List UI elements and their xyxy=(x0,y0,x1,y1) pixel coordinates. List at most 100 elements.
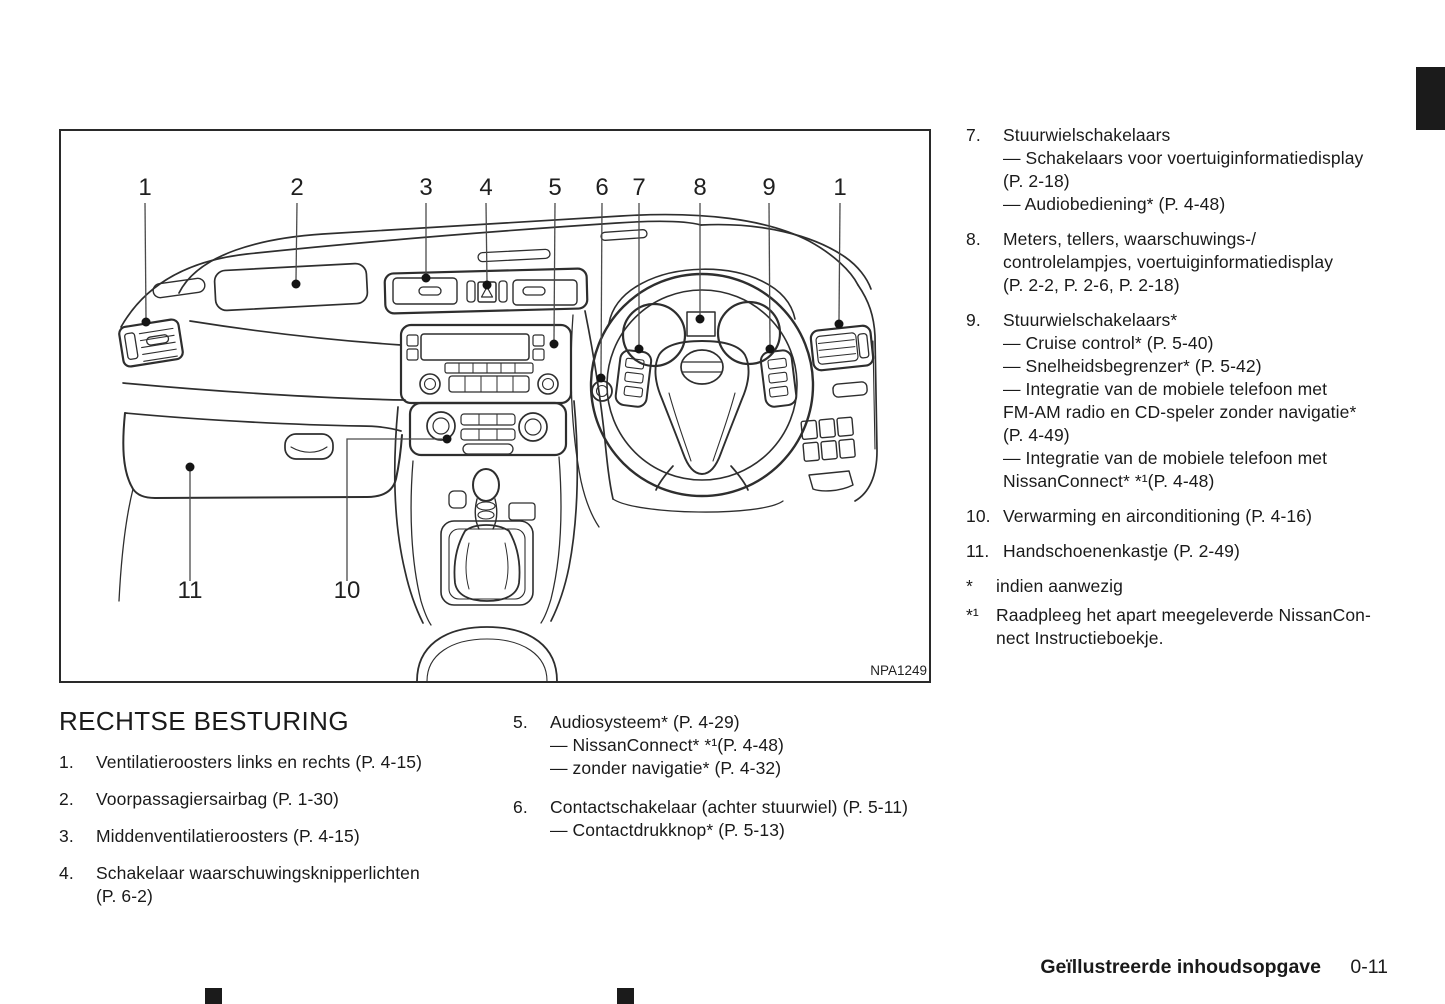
dashboard-figure: 1 2 3 4 5 6 7 8 9 1 11 10 NPA1249 xyxy=(59,129,931,683)
climate-control xyxy=(408,401,568,457)
figure-code: NPA1249 xyxy=(870,663,927,678)
item-number: 4. xyxy=(59,863,74,883)
item-line: NissanConnect* *¹(P. 4-48) xyxy=(1003,471,1215,491)
item-line: (P. 4-49) xyxy=(1003,425,1070,445)
item-line: FM-AM radio en CD-speler zonder navigati… xyxy=(1003,402,1357,422)
footer-section-title: Geïllustreerde inhoudsopgave xyxy=(1040,956,1321,978)
list-item: 10. Verwarming en airconditioning (P. 4-… xyxy=(966,505,1396,528)
audio-unit xyxy=(399,323,573,405)
item-number: 8. xyxy=(966,229,981,249)
list-item: 5. Audiosysteem* (P. 4-29) — NissanConne… xyxy=(513,711,958,780)
item-line: — Integratie van de mobiele telefoon met xyxy=(1003,448,1328,468)
instrument-dial-right xyxy=(716,300,782,366)
list-item: 11. Handschoenenkastje (P. 2-49) xyxy=(966,540,1396,563)
list-item: 7. Stuurwielschakelaars — Schakelaars vo… xyxy=(966,124,1396,216)
footnote-line: nect Instructieboekje. xyxy=(996,628,1164,648)
defroster-vent xyxy=(477,248,551,263)
item-line: Verwarming en airconditioning (P. 4-16) xyxy=(1003,506,1313,526)
ignition-switch xyxy=(591,380,613,402)
hazard-triangle-icon xyxy=(480,286,494,298)
item-number: 9. xyxy=(966,310,981,330)
item-number: 11. xyxy=(966,541,990,561)
footnote-line: indien aanwezig xyxy=(996,576,1124,596)
callout-number: 9 xyxy=(762,174,775,201)
callout-number: 3 xyxy=(419,174,432,201)
callout-number: 2 xyxy=(290,174,303,201)
item-line: controlelampjes, voertuiginformatiedispl… xyxy=(1003,252,1334,272)
footnote: *¹ Raadpleeg het apart meegeleverde Niss… xyxy=(966,604,1396,650)
item-line: Audiosysteem* (P. 4-29) xyxy=(550,712,740,732)
item-line: Handschoenenkastje (P. 2-49) xyxy=(1003,541,1240,561)
item-line: Middenventilatieroosters (P. 4-15) xyxy=(96,826,360,846)
item-number: 10. xyxy=(966,506,991,526)
footnote-marker: * xyxy=(966,576,973,596)
callout-number: 1 xyxy=(833,174,846,201)
print-registration-mark xyxy=(205,988,222,1004)
glove-box xyxy=(118,320,406,602)
dashboard-drawing xyxy=(118,213,878,681)
instrument-dial-left xyxy=(621,302,687,368)
gear-shifter xyxy=(393,400,579,681)
item-line: Ventilatieroosters links en rechts (P. 4… xyxy=(96,752,423,772)
print-registration-mark xyxy=(617,988,634,1004)
right-item-list: 7. Stuurwielschakelaars — Schakelaars vo… xyxy=(966,124,1396,656)
item-number: 1. xyxy=(59,752,74,772)
center-vents xyxy=(383,267,589,315)
item-line: — Cruise control* (P. 5-40) xyxy=(1003,333,1214,353)
left-item-list: RECHTSE BESTURING 1. Ventilatieroosters … xyxy=(59,706,514,922)
item-line: — Contactdrukknop* (P. 5-13) xyxy=(550,820,785,840)
item-line: Schakelaar waarschuwingsknipperlichten xyxy=(96,863,420,883)
item-number: 3. xyxy=(59,826,74,846)
item-line: (P. 2-18) xyxy=(1003,171,1070,191)
passenger-airbag-panel xyxy=(213,262,369,312)
right-side-vent xyxy=(809,324,875,372)
item-line: Stuurwielschakelaars* xyxy=(1003,310,1178,330)
item-line: (P. 2-2, P. 2-6, P. 2-18) xyxy=(1003,275,1180,295)
callout-number: 10 xyxy=(334,577,361,604)
item-number: 5. xyxy=(513,712,528,732)
callout-numbers: 1 2 3 4 5 6 7 8 9 1 11 10 xyxy=(138,174,846,604)
item-line: — Snelheidsbegrenzer* (P. 5-42) xyxy=(1003,356,1262,376)
callout-dots xyxy=(141,273,844,472)
left-side-vent xyxy=(118,318,184,368)
page-title: RECHTSE BESTURING xyxy=(59,706,349,736)
vehicle-info-display xyxy=(686,311,716,337)
callout-number: 1 xyxy=(138,174,151,201)
section-thumb-tab xyxy=(1416,67,1445,130)
callout-number: 11 xyxy=(178,577,203,604)
item-number: 6. xyxy=(513,797,528,817)
nissan-badge xyxy=(680,349,724,385)
list-item: 9. Stuurwielschakelaars* — Cruise contro… xyxy=(966,309,1396,493)
callout-number: 8 xyxy=(693,174,706,201)
page-footer: Geïllustreerde inhoudsopgave 0-11 xyxy=(1040,955,1388,979)
callout-number: 5 xyxy=(548,174,561,201)
item-line: Voorpassagiersairbag (P. 1-30) xyxy=(96,789,339,809)
item-line: — Schakelaars voor voertuiginformatiedis… xyxy=(1003,148,1364,168)
dashboard-line-art: 1 2 3 4 5 6 7 8 9 1 11 10 NPA1249 xyxy=(118,174,927,681)
left-tweeter-slot xyxy=(152,277,206,299)
footer-page-number: 0-11 xyxy=(1350,956,1388,978)
item-line: (P. 6-2) xyxy=(96,886,153,906)
callout-leader-lines xyxy=(144,202,841,581)
list-item: 8. Meters, tellers, waarschuwings-/ cont… xyxy=(966,228,1396,297)
item-line: — Audiobediening* (P. 4-48) xyxy=(1003,194,1226,214)
list-item: 1. Ventilatieroosters links en rechts (P… xyxy=(59,751,514,774)
item-line: — zonder navigatie* (P. 4-32) xyxy=(550,758,782,778)
steering-switch-right xyxy=(759,349,798,408)
right-switch-panel xyxy=(800,416,856,462)
list-item: 4. Schakelaar waarschuwingsknipperlichte… xyxy=(59,862,514,908)
footnote-marker: *¹ xyxy=(966,605,979,625)
list-item: 2. Voorpassagiersairbag (P. 1-30) xyxy=(59,788,514,811)
item-number: 2. xyxy=(59,789,74,809)
callout-number: 6 xyxy=(595,174,608,201)
item-line: — Integratie van de mobiele telefoon met xyxy=(1003,379,1328,399)
item-line: Stuurwielschakelaars xyxy=(1003,125,1171,145)
footnote-line: Raadpleeg het apart meegeleverde NissanC… xyxy=(996,605,1371,625)
callout-number: 4 xyxy=(479,174,492,201)
item-line: Meters, tellers, waarschuwings-/ xyxy=(1003,229,1257,249)
item-line: Contactschakelaar (achter stuurwiel) (P.… xyxy=(550,797,908,817)
callout-number: 7 xyxy=(632,174,645,201)
glove-box-latch xyxy=(284,433,334,460)
list-item: 3. Middenventilatieroosters (P. 4-15) xyxy=(59,825,514,848)
